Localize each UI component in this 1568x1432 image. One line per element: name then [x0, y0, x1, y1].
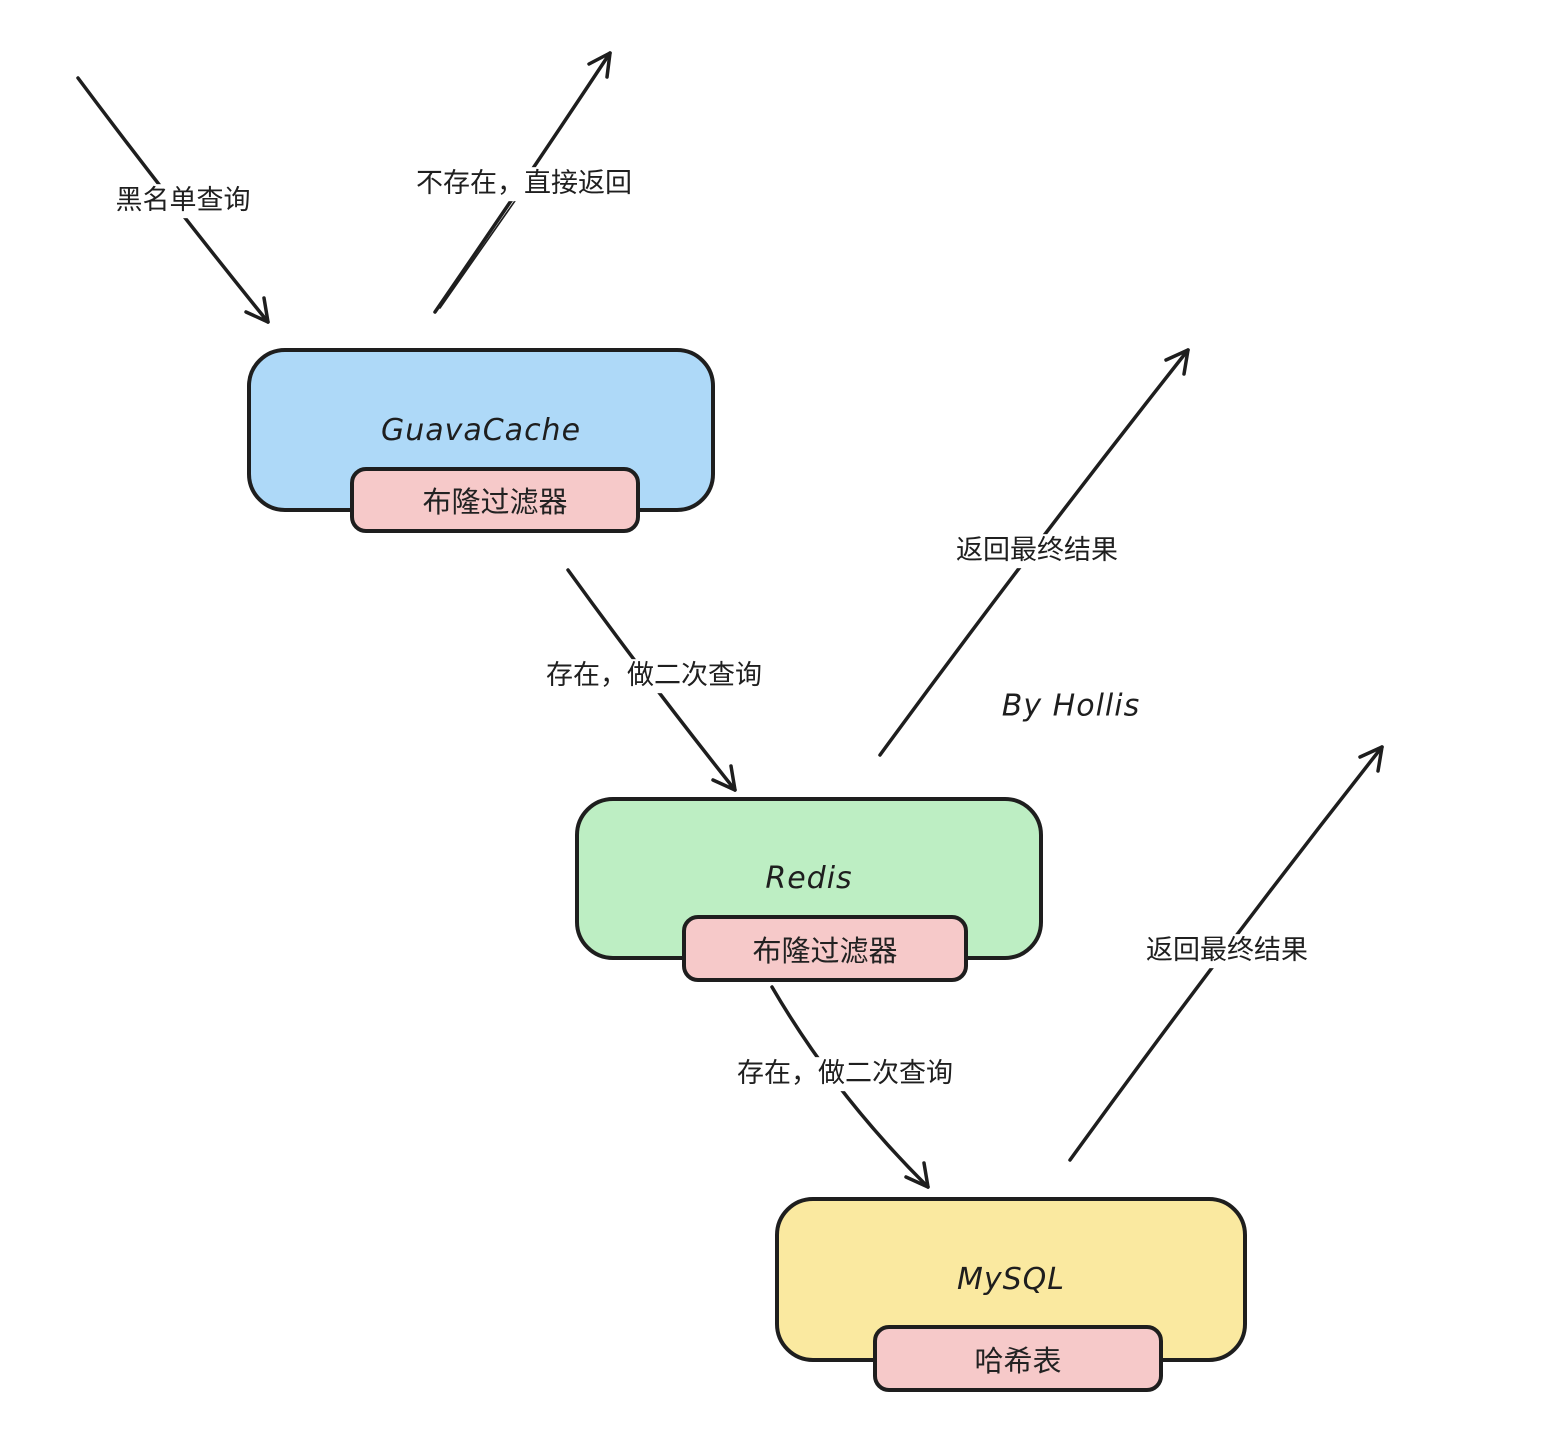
arrow-redis-to-mysql — [770, 985, 930, 1189]
subnode-mysql-hash-table-label: 哈希表 — [974, 1345, 1062, 1378]
edge-label-return-final-result-from-redis: 返回最终结果 — [950, 534, 1124, 568]
node-redis-title: Redis — [765, 861, 853, 896]
subnode-guavacache-bloom-filter: 布隆过滤器 — [350, 467, 640, 533]
author-credit: By Hollis — [1001, 688, 1141, 724]
subnode-redis-bloom-filter: 布隆过滤器 — [682, 915, 968, 982]
edge-label-blacklist-query: 黑名单查询 — [109, 184, 257, 218]
edge-label-exist-secondary-query-to-redis: 存在，做二次查询 — [540, 659, 768, 693]
subnode-mysql-hash-table: 哈希表 — [873, 1325, 1163, 1392]
subnode-guavacache-bloom-filter-label: 布隆过滤器 — [422, 487, 568, 519]
node-mysql-title: MySQL — [956, 1262, 1065, 1297]
edge-label-not-exist-direct-return: 不存在，直接返回 — [410, 167, 638, 201]
subnode-redis-bloom-filter-label: 布隆过滤器 — [752, 935, 898, 968]
node-guavacache-title: GuavaCache — [380, 412, 582, 448]
edge-label-return-final-result-from-mysql: 返回最终结果 — [1140, 934, 1314, 968]
edge-label-exist-secondary-query-to-mysql: 存在，做二次查询 — [731, 1057, 959, 1091]
